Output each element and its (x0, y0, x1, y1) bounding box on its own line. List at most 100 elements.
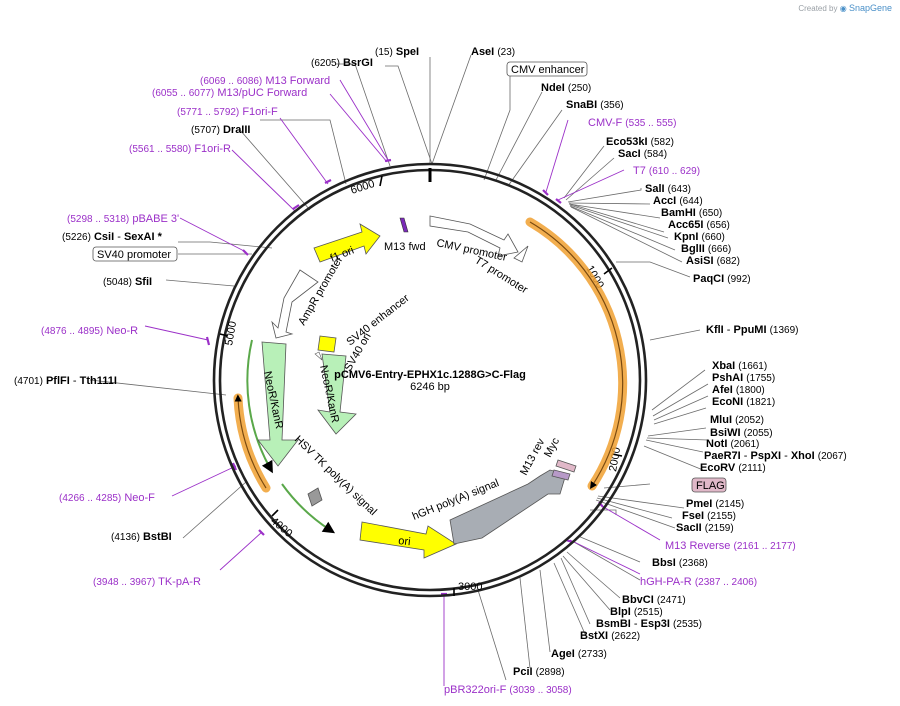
f1orif-range: (5771 .. 5792) (177, 107, 239, 118)
hsv-tk-box (307, 487, 323, 507)
svg-text:SnaBI (356): SnaBI (356) (566, 99, 624, 111)
svg-text:(6205) BsrGI: (6205) BsrGI (311, 57, 373, 69)
m13fwd-name: M13 Forward (265, 75, 330, 87)
svg-text:(6069 .. 6086) M13 Forward: (6069 .. 6086) M13 Forward (200, 75, 330, 87)
xhoi-name: XhoI (791, 450, 815, 462)
bsrgi-pos: (6205) (311, 58, 340, 69)
svg-text:AfeI (1800): AfeI (1800) (712, 384, 765, 396)
csii-name: CsiI (94, 231, 114, 243)
asei-name: AseI (471, 46, 494, 58)
mlui-name: MluI (710, 414, 732, 426)
fsei-pos: (2155) (707, 511, 736, 522)
snapgene-credit: Created by ◉ SnapGene (798, 3, 892, 13)
svg-text:SalI (643): SalI (643) (645, 183, 691, 195)
f1orir-name: F1ori-R (194, 143, 231, 155)
svg-text:(4266 .. 4285) Neo-F: (4266 .. 4285) Neo-F (59, 492, 155, 504)
sfii-pos: (5048) (103, 277, 132, 288)
asisi-pos: (682) (717, 256, 740, 267)
pmei-pos: (2145) (715, 499, 744, 510)
cmv-enhancer-label: CMV enhancer (511, 64, 585, 76)
svg-text:BamHI (650): BamHI (650) (661, 207, 722, 219)
bsmbi-name: BsmBI (596, 618, 631, 630)
saci-name: SacI (618, 148, 641, 160)
m13-fwd-marker (399, 217, 409, 233)
mlui-pos: (2052) (735, 415, 764, 426)
sv40-promoter-box: SV40 promoter (92, 246, 178, 262)
bstbi-name: BstBI (143, 531, 172, 543)
neof-range: (4266 .. 4285) (59, 493, 121, 504)
tick-3000: 3000 (458, 581, 482, 593)
flag-label: FLAG (696, 480, 725, 492)
primer-labels: (6069 .. 6086) M13 Forward (6055 .. 6077… (41, 75, 796, 696)
svg-text:KflI - PpuMI (1369): KflI - PpuMI (1369) (706, 324, 798, 336)
acc65i-pos: (656) (707, 220, 730, 231)
neokan-outer-arrow (257, 341, 299, 467)
pshai-pos: (1755) (746, 373, 775, 384)
hsv-green-arc (281, 483, 336, 534)
tick-5000: 5000 (223, 320, 239, 346)
pcii-name: PciI (513, 666, 533, 678)
cmv-promoter-arrow (429, 215, 519, 257)
hgh-polya-arrow (449, 469, 567, 545)
sv40-enh-marker (314, 351, 323, 361)
sacii-name: SacII (676, 522, 702, 534)
pbabe-range: (5298 .. 5318) (67, 214, 129, 225)
afei-name: AfeI (712, 384, 733, 396)
agei-pos: (2733) (578, 649, 607, 660)
bbvci-pos: (2471) (657, 595, 686, 606)
m13-fwd-label: M13 fwd (384, 241, 426, 253)
sv40-enh-label: SV40 enhancer (344, 292, 411, 348)
cmvf-name: CMV-F (588, 117, 623, 129)
f1orir-range: (5561 .. 5580) (129, 144, 191, 155)
bglii-name: BglII (681, 243, 705, 255)
svg-text:(4876 .. 4895) Neo-R: (4876 .. 4895) Neo-R (41, 325, 138, 337)
m13rev-name: M13 Reverse (665, 540, 730, 552)
svg-text:SacI (584): SacI (584) (618, 148, 667, 160)
svg-text:SacII (2159): SacII (2159) (676, 522, 734, 534)
bamhi-name: BamHI (661, 207, 696, 219)
pbr322-range: (3039 .. 3058) (509, 685, 571, 696)
svg-text:Eco53kI (582): Eco53kI (582) (606, 136, 674, 148)
svg-text:BbvCI (2471): BbvCI (2471) (622, 594, 686, 606)
restriction-sites: (15) SpeI AseI (23) (6205) BsrGI NdeI (2… (14, 46, 847, 678)
paer7i-pos: (2067) (818, 451, 847, 462)
spei-pos: (15) (375, 47, 393, 58)
svg-text:(5771 .. 5792) F1ori-F: (5771 .. 5792) F1ori-F (177, 106, 278, 118)
svg-text:PaeR7I - PspXI - XhoI (2067): PaeR7I - PspXI - XhoI (2067) (704, 450, 847, 462)
bstxi-name: BstXI (580, 630, 608, 642)
noti-pos: (2061) (730, 439, 759, 450)
acci-pos: (644) (679, 196, 702, 207)
kfli-name: KflI (706, 324, 724, 336)
ori-label: ori (398, 535, 411, 548)
ecorv-name: EcoRV (700, 462, 736, 474)
t7-range: (610 .. 629) (649, 166, 700, 177)
svg-text:NotI (2061): NotI (2061) (706, 438, 759, 450)
bglii-pos: (666) (708, 244, 731, 255)
t7-promoter-arrow (513, 245, 529, 263)
t7-name: T7 (633, 165, 646, 177)
svg-text:(15) SpeI: (15) SpeI (375, 46, 419, 58)
asei-pos: (23) (497, 47, 515, 58)
saci-pos: (584) (644, 149, 667, 160)
blpi-name: BlpI (610, 606, 631, 618)
m13fwd-range: (6069 .. 6086) (200, 76, 262, 87)
sfii-name: SfiI (135, 276, 152, 288)
paqci-name: PaqCI (693, 273, 724, 285)
acci-name: AccI (653, 195, 676, 207)
m13-rev-label: M13 rev (518, 436, 547, 477)
svg-text:Acc65I (656): Acc65I (656) (668, 219, 730, 231)
tick-6000: 6000 (349, 178, 376, 197)
myc-tag (555, 459, 577, 473)
ecorv-pos: (2111) (738, 463, 765, 474)
svg-text:(5561 .. 5580) F1ori-R: (5561 .. 5580) F1ori-R (129, 143, 231, 155)
svg-text:PmeI (2145): PmeI (2145) (686, 498, 744, 510)
svg-text:pBR322ori-F (3039 .. 3058): pBR322ori-F (3039 .. 3058) (444, 684, 572, 696)
bamhi-pos: (650) (699, 208, 722, 219)
svg-text:BglII (666): BglII (666) (681, 243, 731, 255)
ppumi-name: PpuMI (734, 324, 767, 336)
credit-brand: SnapGene (848, 3, 892, 13)
sali-pos: (643) (668, 184, 691, 195)
hsv-tk-label: HSV TK poly(A) signal (292, 434, 379, 519)
svg-text:PaqCI (992): PaqCI (992) (693, 273, 751, 285)
